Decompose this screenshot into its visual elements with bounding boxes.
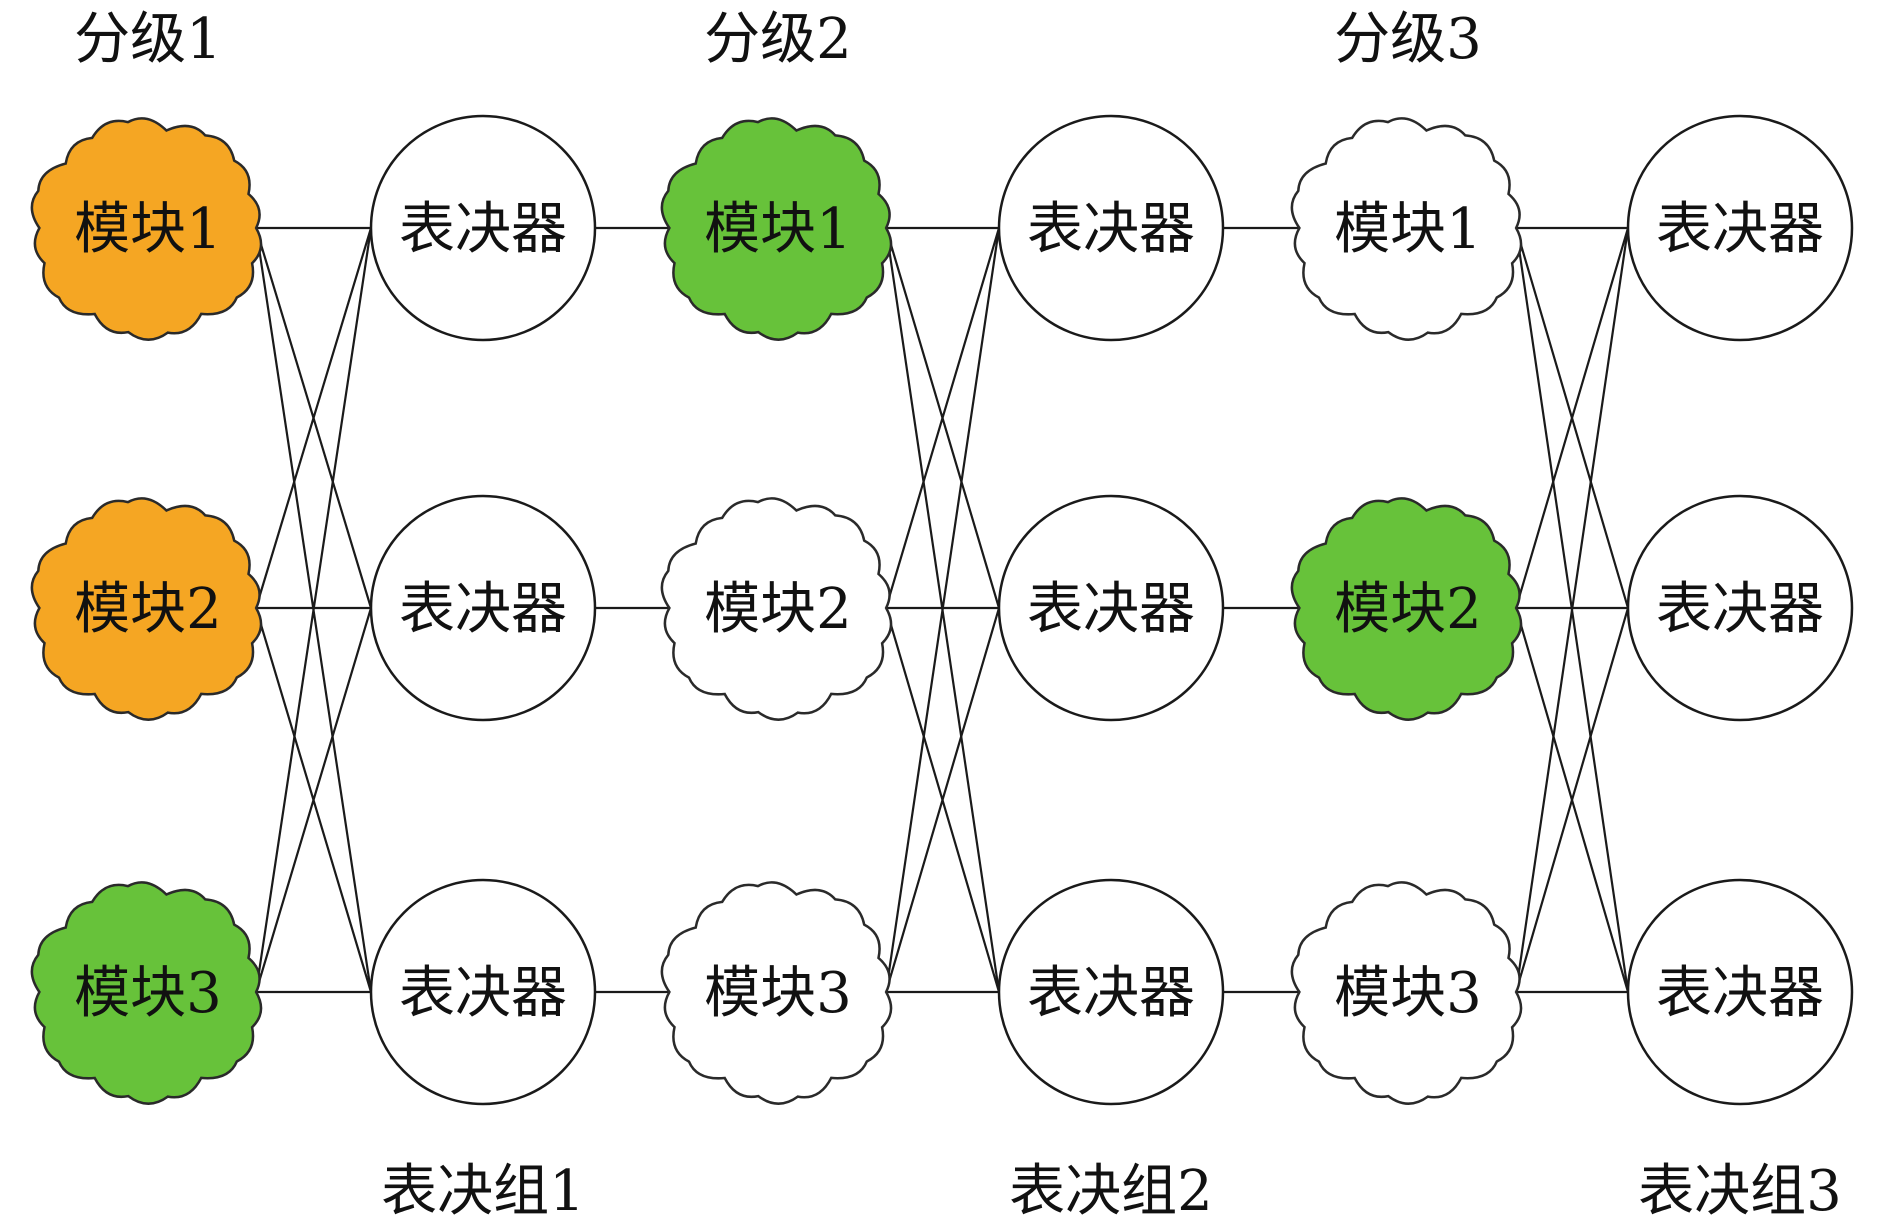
voter-node: 表决器 — [997, 878, 1225, 1106]
voter-circle — [997, 494, 1225, 722]
voter-circle — [369, 494, 597, 722]
voter-label: 表决器 — [399, 577, 567, 642]
voter-node: 表决器 — [1626, 494, 1854, 722]
voter-circle — [997, 878, 1225, 1106]
module-node: 模块2 — [30, 497, 263, 721]
module-cloud — [660, 497, 893, 721]
voter-circle — [369, 878, 597, 1106]
module-cloud — [30, 881, 263, 1105]
voter-circle — [1626, 494, 1854, 722]
module-to-voter-line — [1514, 227, 1630, 993]
module-to-voter-line — [254, 227, 373, 993]
module-to-voter-line — [1514, 607, 1630, 993]
module-label: 模块1 — [1334, 197, 1482, 262]
module-label: 模块2 — [1334, 577, 1482, 642]
module-node: 模块3 — [30, 881, 263, 1105]
voter-label: 表决器 — [1656, 961, 1824, 1026]
module-nodes: 模块1 模块2 模块3 模块1 模块2 模块3 模块1 模块2 模块3 — [30, 117, 1523, 1105]
voter-label: 表决器 — [399, 197, 567, 262]
module-label: 模块3 — [74, 961, 222, 1026]
stage-label-2: 分级2 — [704, 7, 852, 72]
module-cloud — [660, 117, 893, 341]
stage-and-group-labels: 分级1 分级2 分级3 表决组1 表决组2 表决组3 — [74, 7, 1842, 1221]
module-node: 模块3 — [660, 881, 893, 1105]
module-cloud — [30, 497, 263, 721]
module-to-voter-line — [1514, 227, 1630, 609]
voter-label: 表决器 — [1027, 197, 1195, 262]
voter-node: 表决器 — [369, 878, 597, 1106]
module-to-voter-line — [254, 227, 373, 609]
module-cloud — [1290, 117, 1523, 341]
voter-node: 表决器 — [369, 114, 597, 342]
voter-circle — [1626, 878, 1854, 1106]
module-to-voter-line — [254, 607, 373, 993]
module-label: 模块1 — [74, 197, 222, 262]
voter-circle — [1626, 114, 1854, 342]
module-label: 模块1 — [704, 197, 852, 262]
module-node: 模块3 — [1290, 881, 1523, 1105]
stage-label-3: 分级3 — [1334, 7, 1482, 72]
connection-lines — [254, 226, 1630, 994]
module-label: 模块3 — [1334, 961, 1482, 1026]
module-cloud — [30, 117, 263, 341]
voter-label: 表决器 — [1027, 961, 1195, 1026]
voter-group-label-3: 表决组3 — [1638, 1159, 1842, 1221]
voter-circle — [997, 114, 1225, 342]
voter-node: 表决器 — [369, 494, 597, 722]
voter-circle — [369, 114, 597, 342]
module-label: 模块3 — [704, 961, 852, 1026]
voter-group-label-1: 表决组1 — [381, 1159, 585, 1221]
module-cloud — [1290, 497, 1523, 721]
voter-label: 表决器 — [1656, 197, 1824, 262]
module-node: 模块1 — [30, 117, 263, 341]
voter-label: 表决器 — [399, 961, 567, 1026]
voter-node: 表决器 — [1626, 878, 1854, 1106]
voter-node: 表决器 — [997, 494, 1225, 722]
module-cloud — [660, 881, 893, 1105]
voter-group-label-2: 表决组2 — [1009, 1159, 1213, 1221]
voter-node: 表决器 — [1626, 114, 1854, 342]
module-label: 模块2 — [704, 577, 852, 642]
module-node: 模块1 — [660, 117, 893, 341]
module-to-voter-line — [884, 607, 1001, 993]
module-node: 模块1 — [1290, 117, 1523, 341]
module-to-voter-line — [884, 227, 1001, 609]
module-label: 模块2 — [74, 577, 222, 642]
module-cloud — [1290, 881, 1523, 1105]
voter-label: 表决器 — [1027, 577, 1195, 642]
stage-label-1: 分级1 — [74, 7, 222, 72]
module-node: 模块2 — [1290, 497, 1523, 721]
module-node: 模块2 — [660, 497, 893, 721]
voter-node: 表决器 — [997, 114, 1225, 342]
module-to-voter-line — [884, 227, 1001, 993]
voter-label: 表决器 — [1656, 577, 1824, 642]
